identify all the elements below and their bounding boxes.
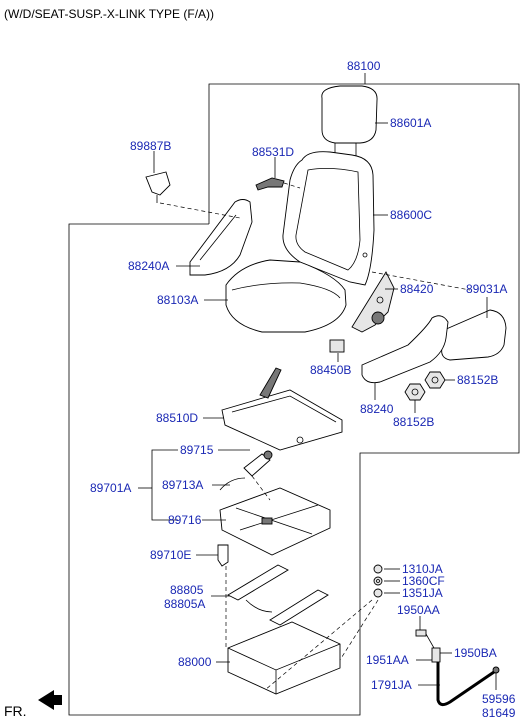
- part-labels: 88100 89887B 88531D 88601A 88600C 88240A…: [90, 59, 516, 720]
- label-88100[interactable]: 88100: [347, 59, 381, 73]
- label-89710E[interactable]: 89710E: [150, 548, 191, 562]
- nut-illustration: [404, 371, 446, 401]
- leader-lines: [138, 73, 497, 690]
- bracket-illustration: [217, 544, 229, 567]
- rails-illustration: [227, 564, 329, 626]
- front-arrow-icon: [38, 690, 62, 710]
- assembly-frame: [68, 83, 520, 716]
- label-88805[interactable]: 88805: [170, 583, 204, 597]
- label-88152B-1[interactable]: 88152B: [457, 373, 498, 387]
- damper-illustration: [219, 450, 273, 491]
- label-1351JA[interactable]: 1351JA: [402, 586, 443, 600]
- base-box-illustration: [227, 621, 341, 695]
- seat-track-illustration: [221, 367, 343, 451]
- label-81649[interactable]: 81649: [482, 706, 516, 720]
- dashed-lines: [159, 182, 471, 691]
- front-direction-label: FR.: [4, 703, 27, 719]
- label-88152B-2[interactable]: 88152B: [393, 415, 434, 429]
- label-89031A[interactable]: 89031A: [466, 282, 507, 296]
- label-88240[interactable]: 88240: [360, 402, 394, 416]
- label-88000[interactable]: 88000: [178, 655, 212, 669]
- diagram-title: (W/D/SEAT-SUSP.-X-LINK TYPE (F/A)): [4, 7, 214, 21]
- label-1310JA[interactable]: 1310JA: [402, 562, 443, 576]
- label-88805A[interactable]: 88805A: [164, 597, 205, 611]
- label-88103A[interactable]: 88103A: [157, 293, 198, 307]
- label-1791JA[interactable]: 1791JA: [371, 678, 412, 692]
- label-1950BA[interactable]: 1950BA: [454, 646, 497, 660]
- buckle-illustration: [145, 171, 171, 203]
- suspension-illustration: [219, 487, 331, 556]
- label-88240A[interactable]: 88240A: [128, 259, 169, 273]
- label-88450B[interactable]: 88450B: [310, 363, 351, 377]
- seat-cushion-illustration: [225, 259, 347, 333]
- side-cover-left-illustration: [189, 199, 253, 276]
- headrest-illustration: [321, 85, 378, 158]
- label-88601A[interactable]: 88601A: [390, 116, 431, 130]
- label-89887B[interactable]: 89887B: [130, 139, 171, 153]
- label-88420[interactable]: 88420: [400, 282, 434, 296]
- recliner-illustration: [351, 271, 395, 333]
- label-59596[interactable]: 59596: [482, 692, 516, 706]
- label-89713A[interactable]: 89713A: [162, 478, 203, 492]
- label-1951AA[interactable]: 1951AA: [366, 653, 409, 667]
- side-shield-illustration: [361, 315, 449, 384]
- label-88531D[interactable]: 88531D: [252, 145, 294, 159]
- knob-illustration: [329, 339, 345, 353]
- label-89701A[interactable]: 89701A: [90, 481, 131, 495]
- label-88600C[interactable]: 88600C: [390, 208, 432, 222]
- label-89716[interactable]: 89716: [168, 513, 202, 527]
- air-hose-illustration: [415, 629, 500, 707]
- armrest-illustration: [441, 309, 507, 361]
- fastener-illustration: [373, 564, 383, 598]
- label-1360CF[interactable]: 1360CF: [402, 574, 445, 588]
- label-1950AA[interactable]: 1950AA: [397, 603, 440, 617]
- label-88510D[interactable]: 88510D: [156, 411, 198, 425]
- lever-illustration: [255, 177, 285, 191]
- seat-back-illustration: [282, 151, 375, 286]
- label-89715[interactable]: 89715: [180, 443, 214, 457]
